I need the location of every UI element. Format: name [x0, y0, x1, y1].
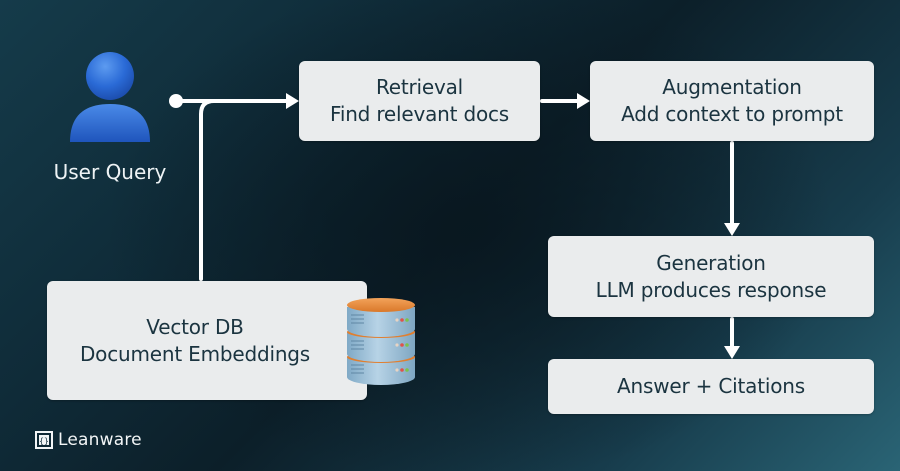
augmentation-description: Add context to prompt: [621, 102, 843, 126]
retrieval-node: Retrieval Find relevant docs: [299, 61, 540, 141]
leanware-logo-icon: {}: [35, 431, 53, 449]
answer-node: Answer + Citations: [548, 359, 874, 414]
arrowhead-retrieval: [286, 93, 299, 109]
user-query-label: User Query: [53, 160, 167, 184]
vector-db-node: Vector DB Document Embeddings: [47, 281, 367, 400]
generation-node: Generation LLM produces response: [548, 236, 874, 317]
brand-name: Leanware: [58, 430, 142, 450]
database-icon: [347, 298, 415, 385]
vector-db-title: Vector DB: [146, 314, 244, 339]
vector-db-description: Document Embeddings: [79, 341, 311, 366]
retrieval-description: Find relevant docs: [330, 102, 509, 126]
arrowhead-generation: [724, 223, 740, 236]
user-connector-dot: [169, 94, 183, 108]
arrowhead-augmentation: [577, 93, 590, 109]
augmentation-title: Augmentation: [662, 75, 802, 99]
user-icon: [70, 52, 150, 142]
svg-text:{}: {}: [39, 437, 49, 446]
generation-description: LLM produces response: [595, 277, 827, 302]
generation-title: Generation: [656, 250, 766, 275]
arrowhead-answer: [724, 346, 740, 359]
brand-logo: {} Leanware: [35, 430, 142, 450]
retrieval-title: Retrieval: [375, 75, 464, 99]
edge-vectordb-to-retrieval: [199, 99, 216, 281]
augmentation-node: Augmentation Add context to prompt: [590, 61, 874, 141]
answer-title: Answer + Citations: [617, 374, 805, 398]
